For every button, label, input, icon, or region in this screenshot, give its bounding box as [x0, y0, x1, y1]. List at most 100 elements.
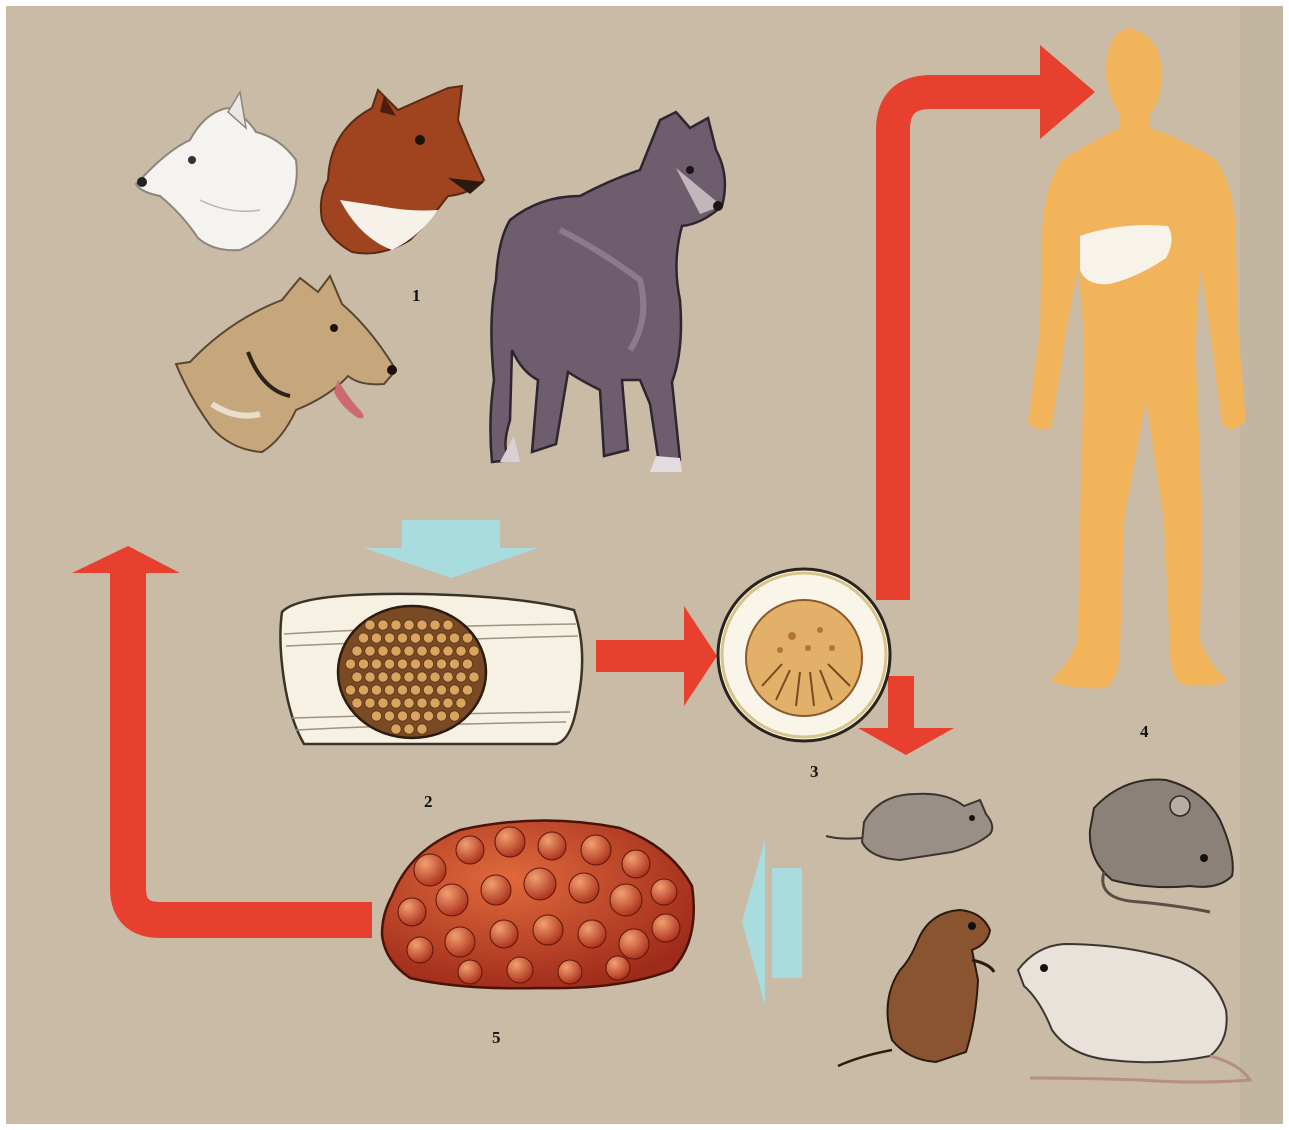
daughter-cyst — [558, 960, 582, 984]
tapeworm-egg — [378, 672, 388, 682]
tapeworm-egg — [378, 620, 388, 630]
tapeworm-egg — [352, 646, 362, 656]
daughter-cyst — [407, 937, 433, 963]
tapeworm-egg — [449, 633, 459, 643]
stage-label-2: 2 — [424, 792, 433, 812]
tapeworm-egg — [352, 672, 362, 682]
tapeworm-egg — [410, 633, 420, 643]
tapeworm-egg — [410, 659, 420, 669]
tapeworm-egg — [404, 646, 414, 656]
tapeworm-egg — [456, 646, 466, 656]
tapeworm-egg — [371, 711, 381, 721]
tapeworm-egg — [384, 659, 394, 669]
daughter-cyst — [445, 927, 475, 957]
tapeworm-egg — [358, 685, 368, 695]
tapeworm-egg — [417, 646, 427, 656]
tapeworm-egg — [404, 672, 414, 682]
daughter-cyst — [524, 868, 556, 900]
tapeworm-egg — [384, 711, 394, 721]
tapeworm-egg — [410, 711, 420, 721]
tapeworm-egg — [436, 685, 446, 695]
daughter-cyst — [652, 914, 680, 942]
proglottid-icon — [280, 594, 582, 744]
tapeworm-egg — [430, 620, 440, 630]
tapeworm-egg — [423, 685, 433, 695]
tapeworm-egg — [365, 646, 375, 656]
tapeworm-egg — [449, 659, 459, 669]
tapeworm-egg — [365, 698, 375, 708]
tapeworm-egg — [371, 633, 381, 643]
daughter-cyst — [606, 956, 630, 980]
tapeworm-egg — [391, 620, 401, 630]
daughter-cyst — [495, 827, 525, 857]
tapeworm-egg — [436, 711, 446, 721]
tapeworm-egg — [404, 724, 414, 734]
tapeworm-egg — [371, 659, 381, 669]
tapeworm-egg — [443, 620, 453, 630]
stage-label-4: 4 — [1140, 722, 1149, 742]
tapeworm-egg — [423, 659, 433, 669]
tapeworm-egg — [430, 672, 440, 682]
daughter-cyst — [490, 920, 518, 948]
tapeworm-egg — [397, 633, 407, 643]
daughter-cyst — [458, 960, 482, 984]
tapeworm-egg — [345, 659, 355, 669]
daughter-cyst — [581, 835, 611, 865]
tapeworm-egg — [378, 698, 388, 708]
tapeworm-egg — [397, 685, 407, 695]
tapeworm-egg — [462, 633, 472, 643]
daughter-cyst — [481, 875, 511, 905]
tapeworm-egg — [417, 620, 427, 630]
tapeworm-egg — [397, 711, 407, 721]
tapeworm-egg — [378, 646, 388, 656]
tapeworm-egg — [417, 672, 427, 682]
tapeworm-egg — [358, 659, 368, 669]
tapeworm-egg — [462, 685, 472, 695]
tapeworm-egg — [365, 620, 375, 630]
tapeworm-egg — [410, 685, 420, 695]
tapeworm-egg — [397, 659, 407, 669]
daughter-cyst — [436, 884, 468, 916]
tapeworm-egg — [443, 672, 453, 682]
stage-label-1: 1 — [412, 286, 421, 306]
tapeworm-egg — [391, 724, 401, 734]
daughter-cyst — [414, 854, 446, 886]
tapeworm-egg — [384, 633, 394, 643]
daughter-cyst — [398, 898, 426, 926]
daughter-cyst — [622, 850, 650, 878]
daughter-cyst — [651, 879, 677, 905]
tapeworm-egg — [417, 724, 427, 734]
daughter-cyst — [538, 832, 566, 860]
tapeworm-egg — [430, 698, 440, 708]
stage-label-5: 5 — [492, 1028, 501, 1048]
tapeworm-egg — [391, 698, 401, 708]
tapeworm-egg — [449, 711, 459, 721]
tapeworm-egg — [456, 672, 466, 682]
stage-label-3: 3 — [810, 762, 819, 782]
tapeworm-egg — [436, 659, 446, 669]
tapeworm-egg — [391, 672, 401, 682]
tapeworm-egg — [423, 633, 433, 643]
tapeworm-egg — [436, 633, 446, 643]
tapeworm-egg — [417, 698, 427, 708]
daughter-cyst — [533, 915, 563, 945]
daughter-cyst — [507, 957, 533, 983]
tapeworm-egg — [352, 698, 362, 708]
daughter-cyst — [619, 929, 649, 959]
daughter-cyst — [578, 920, 606, 948]
tapeworm-egg — [384, 685, 394, 695]
tapeworm-egg — [449, 685, 459, 695]
tapeworm-egg — [443, 698, 453, 708]
tapeworm-egg — [443, 646, 453, 656]
tapeworm-egg — [404, 620, 414, 630]
tapeworm-egg — [345, 685, 355, 695]
tapeworm-egg — [456, 698, 466, 708]
page-edge-shade — [1240, 6, 1283, 1124]
tapeworm-egg — [365, 672, 375, 682]
tapeworm-egg — [358, 633, 368, 643]
tapeworm-egg — [469, 646, 479, 656]
egg-icon — [718, 569, 890, 741]
daughter-cyst — [610, 884, 642, 916]
